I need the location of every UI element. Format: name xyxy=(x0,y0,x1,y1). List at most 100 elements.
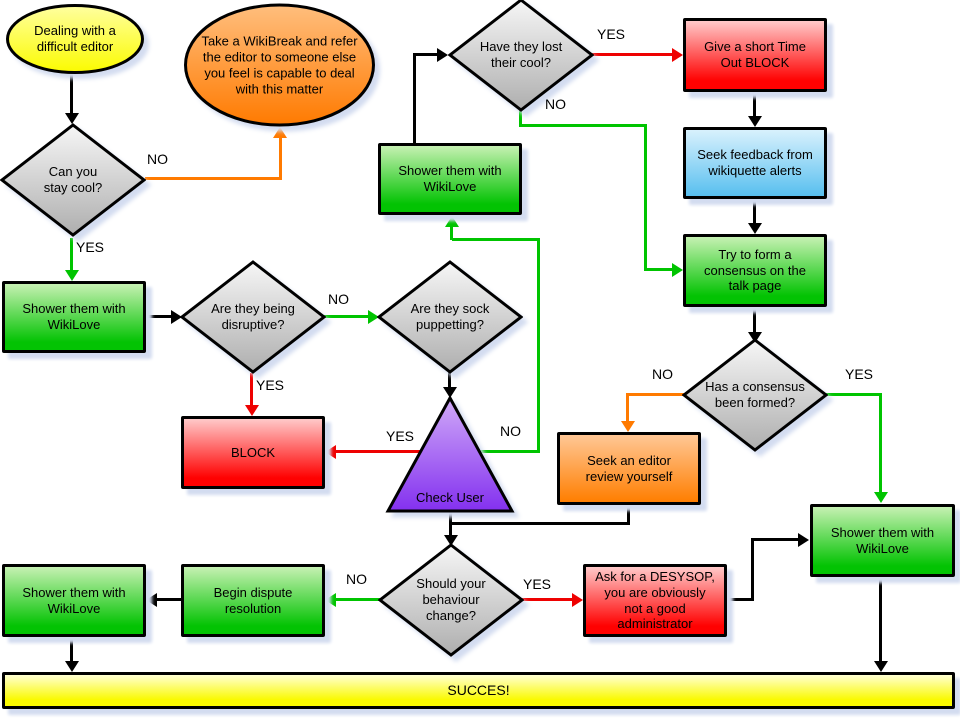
arrowhead-down xyxy=(874,492,888,503)
edge-feedback-try xyxy=(753,199,756,224)
node-label: Shower them with WikiLove xyxy=(22,301,126,332)
edge-shower1-disruptive xyxy=(146,315,172,318)
node-start: Dealing with a difficult editor xyxy=(5,3,145,75)
edge-label-yes: YES xyxy=(76,239,105,255)
node-label: Take a WikiBreak and refer the editor to… xyxy=(201,33,358,96)
node-label: Has a consensus been formed? xyxy=(705,379,805,410)
diamond-shape xyxy=(448,0,594,112)
edge-shower2-lostcool-h xyxy=(413,53,437,56)
node-label: Have they lost their cool? xyxy=(479,39,563,70)
edge-label-yes: YES xyxy=(597,26,626,42)
edge-lostcool-no-h1 xyxy=(519,124,647,127)
edge-consensus-no-v xyxy=(626,393,629,421)
node-label: Seek feedback from wikiquette alerts xyxy=(697,147,813,178)
arrowhead-left xyxy=(325,593,336,607)
node-shower-wikilove-3: Shower them with WikiLove xyxy=(2,564,146,637)
edge-label-no: NO xyxy=(500,423,521,439)
edge-label-yes: YES xyxy=(523,576,552,592)
node-label: Check User xyxy=(416,490,484,505)
node-dispute-resolution: Begin dispute resolution xyxy=(181,564,325,637)
edge-desysop-shower5-v xyxy=(751,538,754,601)
decision-behaviour-change: Should your behaviour change? xyxy=(378,543,524,657)
edge-behaviour-no xyxy=(336,598,380,601)
edge-lostcool-no-h2 xyxy=(644,268,673,271)
arrowhead-up xyxy=(445,216,459,227)
arrowhead-right xyxy=(437,48,448,62)
arrowhead-down xyxy=(65,270,79,281)
triangle-shape xyxy=(385,394,515,513)
node-editor-review: Seek an editor review yourself xyxy=(557,432,701,505)
edge-start-staycool xyxy=(70,73,73,113)
decision-consensus-formed: Has a consensus been formed? xyxy=(682,338,828,452)
edge-consensus-yes-v xyxy=(879,393,882,492)
node-label: Shower them with WikiLove xyxy=(398,163,502,194)
edge-desysop-shower5-h1 xyxy=(727,598,754,601)
edge-timeout-feedback xyxy=(753,92,756,117)
arrowhead-down xyxy=(621,421,635,432)
edge-checkuser-no-h2 xyxy=(452,238,540,241)
node-label: Should your behaviour change? xyxy=(416,576,486,623)
node-wikibreak: Take a WikiBreak and refer the editor to… xyxy=(183,3,376,127)
edge-label-no: NO xyxy=(652,366,673,382)
edge-label-no: NO xyxy=(346,571,367,587)
arrowhead-down xyxy=(874,661,888,672)
ellipse-shape xyxy=(6,4,144,74)
ellipse-shape xyxy=(184,3,375,127)
edge-behaviour-yes xyxy=(522,598,574,601)
edge-label-no: NO xyxy=(328,291,349,307)
node-shower-wikilove-4: Shower them with WikiLove xyxy=(810,504,955,577)
arrowhead-down xyxy=(65,113,79,124)
edge-review-behaviour-h xyxy=(449,522,630,525)
edge-checkuser-behaviour-v xyxy=(449,510,452,536)
decision-disruptive: Are they being disruptive? xyxy=(180,260,326,374)
node-try-consensus: Try to form a consensus on the talk page xyxy=(683,234,827,307)
node-label: Give a short Time Out BLOCK xyxy=(704,39,806,70)
edge-checkuser-yes xyxy=(336,450,421,453)
edge-review-behaviour-v1 xyxy=(627,505,630,525)
arrowhead-down xyxy=(443,387,457,398)
edge-disruptive-no xyxy=(322,315,368,318)
node-label: Are they sock puppetting? xyxy=(410,301,490,332)
edge-shower2-lostcool-v xyxy=(413,53,416,143)
arrowhead-down xyxy=(245,405,259,416)
edge-try-consensus xyxy=(753,307,756,333)
edge-shower4-success xyxy=(70,637,73,662)
node-label: Dealing with a difficult editor xyxy=(34,23,116,54)
edge-label-yes: YES xyxy=(845,366,874,382)
arrowhead-right xyxy=(672,48,683,62)
edge-label-yes: YES xyxy=(386,428,415,444)
edge-consensus-yes-h xyxy=(824,393,882,396)
arrowhead-right xyxy=(171,310,182,324)
edge-sock-checkuser xyxy=(448,370,451,387)
edge-lostcool-yes xyxy=(592,53,673,56)
arrowhead-up xyxy=(273,127,287,138)
node-label: Shower them with WikiLove xyxy=(830,524,935,556)
arrowhead-right xyxy=(798,533,809,547)
diamond-shape xyxy=(682,338,828,452)
diamond-shape xyxy=(180,260,326,374)
node-wikiquette-feedback: Seek feedback from wikiquette alerts xyxy=(683,127,827,199)
decision-lost-cool: Have they lost their cool? xyxy=(448,0,594,112)
node-label: Seek an editor review yourself xyxy=(585,452,673,484)
node-desysop: Ask for a DESYSOP, you are obviously not… xyxy=(583,564,727,637)
node-check-user: Check User xyxy=(385,394,515,514)
node-label: SUCCES! xyxy=(447,681,510,698)
arrowhead-right xyxy=(572,593,583,607)
node-shower-wikilove-1: Shower them with WikiLove xyxy=(2,281,146,353)
node-label: BLOCK xyxy=(230,444,276,460)
arrowhead-left xyxy=(325,445,336,459)
node-label: Shower them with WikiLove xyxy=(22,584,126,616)
edge-staycool-no-v xyxy=(279,138,282,180)
diamond-shape xyxy=(377,260,523,374)
edge-checkuser-no-h1 xyxy=(480,450,540,453)
node-label: Try to form a consensus on the talk page xyxy=(704,246,806,294)
edge-lostcool-no-v2 xyxy=(644,124,647,271)
node-label: Ask for a DESYSOP, you are obviously not… xyxy=(595,568,715,632)
edge-dispute-shower4 xyxy=(157,598,182,601)
arrowhead-down xyxy=(65,661,79,672)
edge-checkuser-no-v2 xyxy=(450,227,453,240)
edge-disruptive-yes xyxy=(250,373,253,406)
node-time-out-block: Give a short Time Out BLOCK xyxy=(683,18,827,92)
node-label: Can you stay cool? xyxy=(43,164,103,195)
